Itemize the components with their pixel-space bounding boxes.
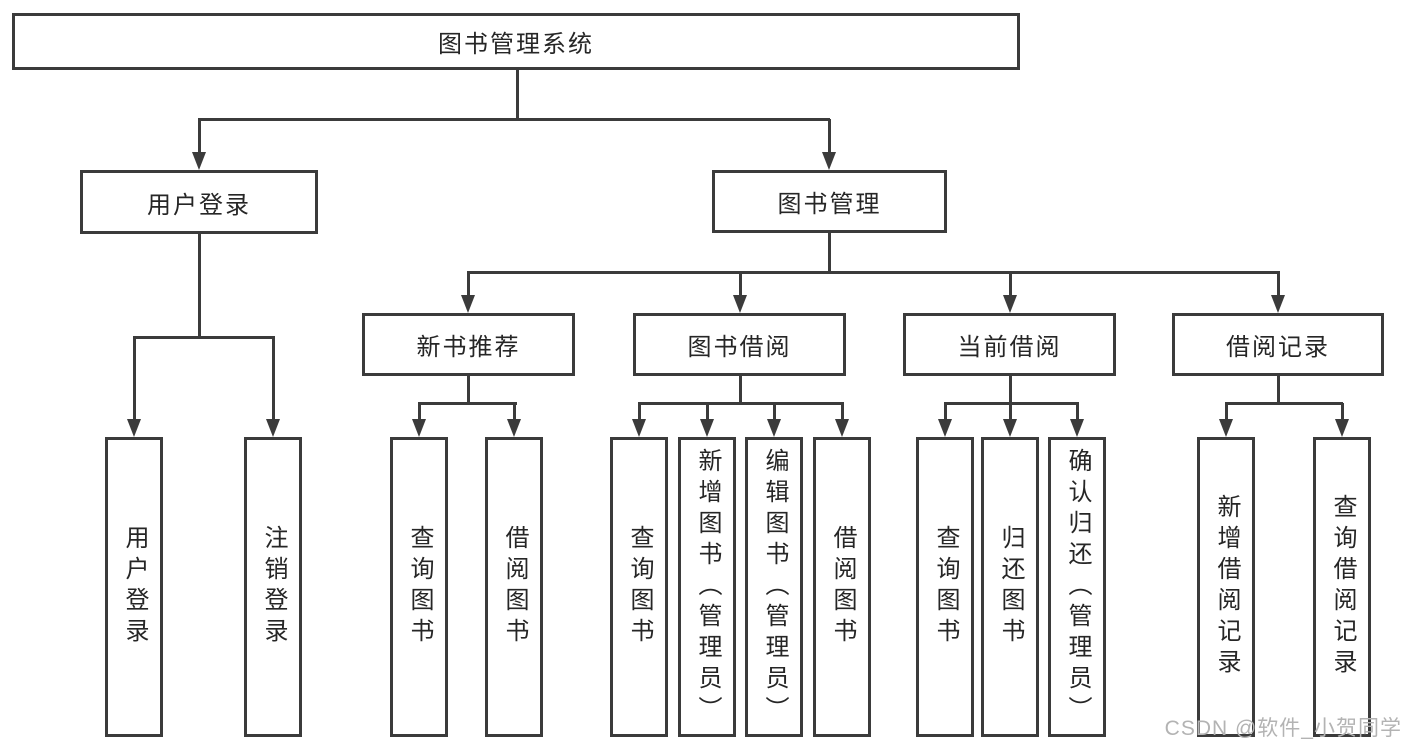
node-label: 当前借阅 — [957, 334, 1062, 361]
arrow-head — [266, 419, 280, 437]
arrow-head — [733, 295, 747, 313]
connector-line — [418, 403, 421, 419]
node-label: 借阅记录 — [1226, 334, 1330, 361]
leaf-label: 新增借阅记录 — [1213, 494, 1240, 680]
connector-line — [513, 403, 516, 419]
arrow-head — [461, 295, 475, 313]
connector-line — [1225, 403, 1228, 419]
node-library-management-system: 图书管理系统 — [12, 13, 1020, 70]
connector-line — [1277, 272, 1280, 295]
connector-line — [467, 272, 470, 295]
arrow-head — [1003, 295, 1017, 313]
connector-line — [773, 403, 776, 419]
leaf-label: 借阅图书 — [501, 525, 528, 649]
arrow-head — [700, 419, 714, 437]
connector-stem — [739, 375, 742, 405]
arrow-head — [192, 152, 206, 170]
connector-user-login-stem — [198, 234, 201, 339]
leaf-user-login: 用户登录 — [105, 437, 163, 737]
connector-line — [1341, 403, 1344, 419]
connector-line — [1009, 403, 1012, 419]
node-label: 图书管理系统 — [438, 31, 594, 58]
leaf-confirm-return-admin: 确认归还（管理员） — [1048, 437, 1106, 737]
arrow-head — [632, 419, 646, 437]
arrow-head — [1335, 419, 1349, 437]
connector-stem — [467, 375, 470, 405]
arrow-head — [1070, 419, 1084, 437]
leaf-query-books-borrowing: 查询图书 — [610, 437, 668, 737]
connector-line — [944, 403, 947, 419]
arrow-head — [822, 152, 836, 170]
connector-line — [272, 337, 275, 419]
connector-root-stem — [516, 70, 519, 121]
arrow-head — [1003, 419, 1017, 437]
node-label: 用户登录 — [147, 191, 251, 219]
connector-book-mgmt-stem — [828, 233, 831, 273]
connector-line — [706, 403, 709, 419]
node-borrowing-records: 借阅记录 — [1172, 313, 1384, 376]
connector-line — [739, 272, 742, 295]
leaf-label: 借阅图书 — [829, 525, 856, 649]
leaf-label: 归还图书 — [997, 525, 1024, 649]
connector-line — [841, 403, 844, 419]
connector-line — [828, 119, 831, 152]
leaf-label: 查询图书 — [932, 525, 959, 649]
leaf-label: 查询图书 — [626, 525, 653, 649]
leaf-label: 查询图书 — [406, 525, 433, 649]
leaf-edit-books-admin: 编辑图书（管理员） — [745, 437, 803, 737]
leaf-query-borrow-record: 查询借阅记录 — [1313, 437, 1371, 737]
arrow-head — [507, 419, 521, 437]
leaf-label: 用户登录 — [121, 525, 148, 649]
arrow-head — [412, 419, 426, 437]
connector-stem — [1009, 375, 1012, 405]
connector-user-login-branch — [133, 336, 275, 339]
arrow-head — [938, 419, 952, 437]
leaf-logout: 注销登录 — [244, 437, 302, 737]
leaf-label: 确认归还（管理员） — [1064, 447, 1091, 727]
connector-root-branch — [198, 118, 830, 121]
connector-line — [133, 337, 136, 419]
node-label: 新书推荐 — [416, 334, 521, 361]
arrow-head — [127, 419, 141, 437]
connector-stem — [1277, 375, 1280, 405]
arrow-head — [835, 419, 849, 437]
leaf-borrow-books: 借阅图书 — [813, 437, 871, 737]
connector-branch — [418, 402, 517, 405]
connector-branch — [638, 402, 844, 405]
leaf-query-books-current: 查询图书 — [916, 437, 974, 737]
connector-line — [1076, 403, 1079, 419]
connector-line — [638, 403, 641, 419]
connector-line — [198, 119, 201, 152]
node-label: 图书管理 — [777, 191, 882, 218]
node-current-borrowing: 当前借阅 — [903, 313, 1116, 376]
leaf-label: 注销登录 — [260, 525, 287, 649]
node-book-borrowing: 图书借阅 — [633, 313, 846, 376]
connector-branch — [1225, 402, 1343, 405]
node-book-management: 图书管理 — [712, 170, 947, 233]
leaf-add-borrow-record: 新增借阅记录 — [1197, 437, 1255, 737]
arrow-head — [1219, 419, 1233, 437]
arrow-head — [1271, 295, 1285, 313]
watermark: CSDN @软件_小贺同学 — [1164, 717, 1402, 740]
connector-book-mgmt-branch — [467, 271, 1280, 274]
leaf-label: 编辑图书（管理员） — [761, 447, 788, 727]
leaf-add-books-admin: 新增图书（管理员） — [678, 437, 736, 737]
connector-line — [1009, 272, 1012, 295]
leaf-return-books: 归还图书 — [981, 437, 1039, 737]
node-user-login: 用户登录 — [80, 170, 318, 234]
node-label: 图书借阅 — [687, 334, 792, 361]
leaf-borrow-books-recommend: 借阅图书 — [485, 437, 543, 737]
arrow-head — [767, 419, 781, 437]
leaf-query-books-recommend: 查询图书 — [390, 437, 448, 737]
leaf-label: 查询借阅记录 — [1329, 494, 1356, 680]
leaf-label: 新增图书（管理员） — [694, 447, 721, 727]
node-new-book-recommendation: 新书推荐 — [362, 313, 575, 376]
